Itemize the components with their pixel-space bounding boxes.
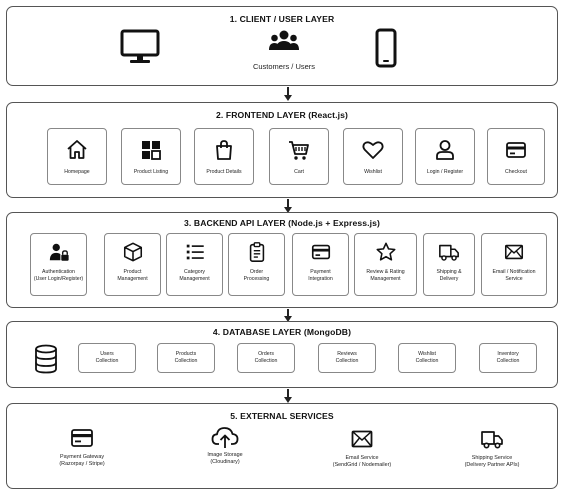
external-service-label: Shipping Service (Delivery Partner APIs) [464, 455, 520, 468]
db-reviews-collection: Reviews Collection [318, 343, 376, 373]
backend-card-order-processing: Order Processing [228, 233, 285, 296]
frontend-card-wishlist: Wishlist [343, 128, 403, 185]
customers-users-label: Customers / Users [252, 62, 316, 71]
frontend-card-label: Checkout [505, 169, 527, 175]
user-icon [436, 140, 454, 160]
star-icon [376, 242, 395, 261]
backend-card-label: Review & Rating Management [366, 269, 405, 282]
credit-card-icon [311, 244, 330, 260]
frontend-layer: 2. FRONTEND LAYER (React.js) Homepage Pr… [6, 102, 558, 198]
frontend-card-product-details: Product Details [194, 128, 254, 185]
frontend-card-label: Product Listing [133, 169, 169, 175]
backend-card-payment-integration: Payment Integration [292, 233, 349, 296]
external-service-label: Email Service (SendGrid / Nodemailer) [332, 455, 392, 468]
mobile-phone-icon [375, 28, 397, 68]
backend-card-label: Product Management [117, 269, 148, 282]
database-layer: 4. DATABASE LAYER (MongoDB) Users Collec… [6, 321, 558, 388]
clipboard-icon [249, 242, 264, 262]
frontend-card-product-listing: Product Listing [121, 128, 181, 185]
home-icon [67, 140, 87, 159]
users-group-icon [269, 30, 299, 50]
backend-card-label: Category Management [179, 269, 210, 282]
backend-layer: 3. BACKEND API LAYER (Node.js + Express.… [6, 212, 558, 308]
frontend-layer-title: 2. FRONTEND LAYER (React.js) [216, 110, 348, 120]
db-users-collection: Users Collection [78, 343, 136, 373]
backend-card-label: Authentication (User Login/Register) [33, 269, 84, 282]
db-collection-label: Reviews Collection [335, 351, 359, 364]
database-layer-title: 4. DATABASE LAYER (MongoDB) [212, 327, 352, 337]
database-icon [35, 344, 57, 374]
db-inventory-collection: Inventory Collection [479, 343, 537, 373]
client-layer-title: 1. CLIENT / USER LAYER [229, 14, 335, 24]
external-image-storage: Image Storage (Cloudinary) [170, 424, 280, 466]
backend-card-email-notification: Email / Notification Service [481, 233, 547, 296]
external-services-layer: 5. EXTERNAL SERVICES Payment Gateway (Ra… [6, 403, 558, 489]
backend-layer-title: 3. BACKEND API LAYER (Node.js + Express.… [184, 218, 380, 228]
user-lock-icon [49, 243, 69, 261]
db-collection-label: Wishlist Collection [415, 351, 439, 364]
frontend-card-label: Homepage [64, 169, 90, 175]
db-collection-label: Inventory Collection [496, 351, 520, 364]
frontend-card-label: Login / Register [426, 169, 464, 175]
db-orders-collection: Orders Collection [237, 343, 295, 373]
external-services-title: 5. EXTERNAL SERVICES [230, 411, 334, 421]
cloud-upload-icon [211, 427, 239, 448]
external-email-service: Email Service (SendGrid / Nodemailer) [307, 427, 417, 469]
external-service-label: Payment Gateway (Razorpay / Stripe) [59, 454, 105, 467]
backend-card-shipping-delivery: Shipping & Delivery [423, 233, 475, 296]
backend-card-authentication: Authentication (User Login/Register) [30, 233, 87, 296]
frontend-card-homepage: Homepage [47, 128, 107, 185]
cart-icon [289, 141, 309, 160]
db-collection-label: Orders Collection [254, 351, 278, 364]
db-collection-label: Users Collection [95, 351, 119, 364]
envelope-icon [504, 244, 524, 260]
backend-card-label: Payment Integration [308, 269, 333, 282]
desktop-icon [120, 29, 160, 63]
frontend-card-label: Cart [294, 169, 304, 175]
db-wishlist-collection: Wishlist Collection [398, 343, 456, 373]
frontend-card-cart: Cart [269, 128, 329, 185]
frontend-card-label: Product Details [206, 169, 242, 175]
frontend-card-checkout: Checkout [487, 128, 545, 185]
envelope-icon [351, 430, 373, 448]
frontend-card-label: Wishlist [364, 169, 382, 175]
shopping-bag-icon [216, 140, 232, 160]
grid-icon [142, 141, 161, 160]
db-products-collection: Products Collection [157, 343, 215, 373]
external-service-label: Image Storage (Cloudinary) [207, 452, 243, 465]
truck-icon [481, 431, 503, 449]
backend-card-label: Order Processing [243, 269, 270, 282]
external-shipping-service: Shipping Service (Delivery Partner APIs) [437, 427, 547, 469]
credit-card-icon [506, 142, 526, 158]
backend-card-label: Shipping & Delivery [436, 269, 462, 282]
truck-icon [439, 244, 459, 261]
external-payment-gateway: Payment Gateway (Razorpay / Stripe) [27, 426, 137, 468]
list-icon [186, 244, 204, 260]
frontend-card-login-register: Login / Register [415, 128, 475, 185]
backend-card-category-management: Category Management [166, 233, 223, 296]
client-layer: 1. CLIENT / USER LAYER Customers / Users [6, 6, 558, 86]
heart-icon [362, 141, 384, 159]
credit-card-icon [71, 429, 93, 447]
backend-card-label: Email / Notification Service [492, 269, 536, 282]
db-collection-label: Products Collection [174, 351, 198, 364]
backend-card-product-management: Product Management [104, 233, 161, 296]
backend-card-review-rating: Review & Rating Management [354, 233, 417, 296]
box-icon [123, 242, 142, 262]
